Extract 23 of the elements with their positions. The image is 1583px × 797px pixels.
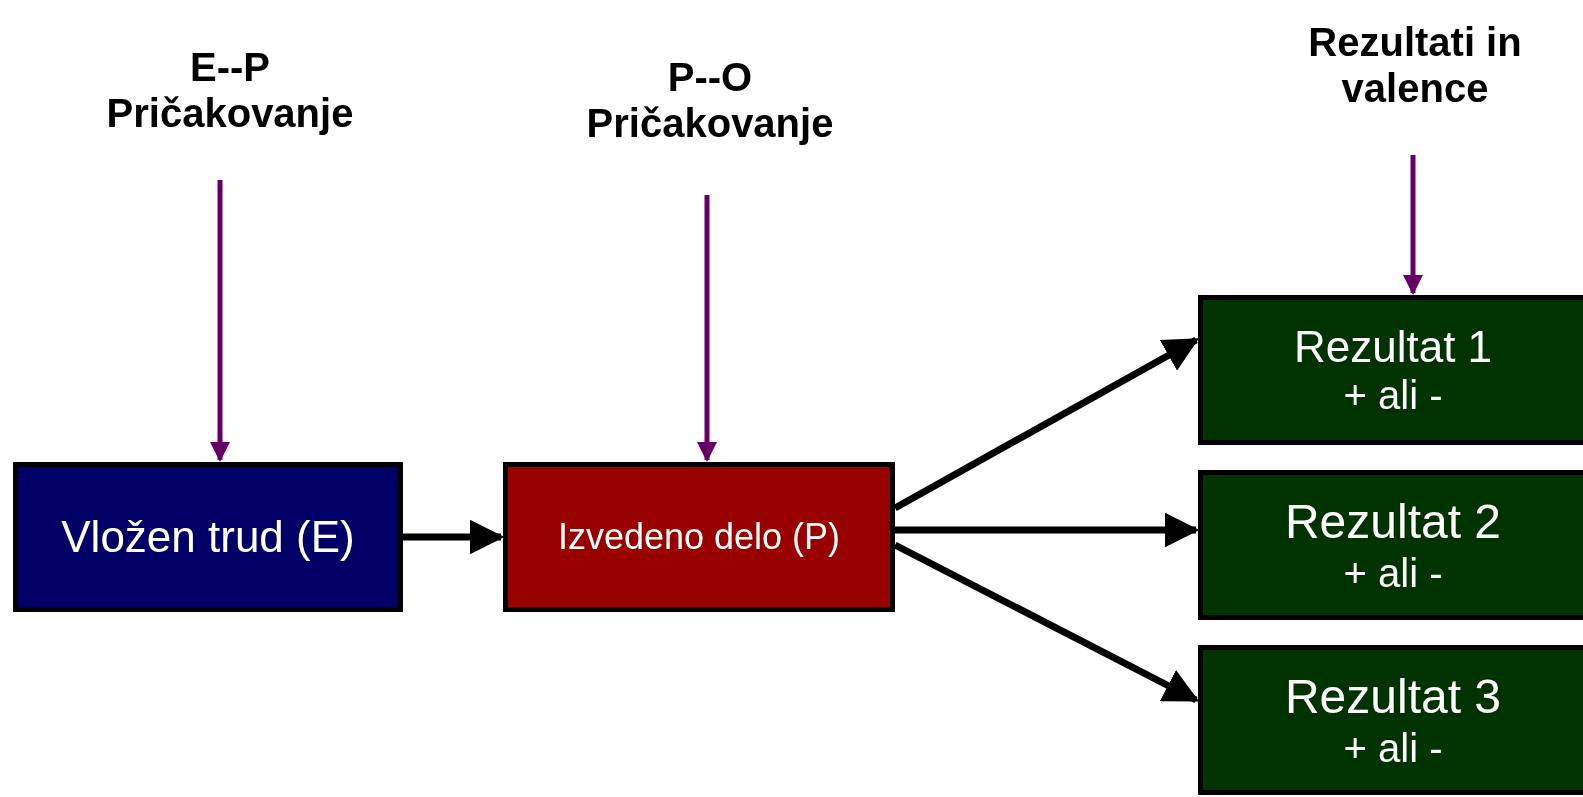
process-box bbox=[1198, 470, 1583, 620]
process-box bbox=[503, 462, 895, 612]
process-box bbox=[13, 462, 403, 612]
process-box bbox=[1198, 295, 1583, 445]
arrow bbox=[893, 336, 1200, 512]
box-label: Rezultat 1 bbox=[1293, 321, 1493, 373]
box-label: + ali - bbox=[1343, 372, 1443, 419]
box-label: + ali - bbox=[1343, 549, 1443, 596]
box-label: Rezultat 3 bbox=[1284, 669, 1502, 725]
process-box bbox=[1198, 645, 1583, 795]
arrow bbox=[210, 180, 230, 462]
box-label: Vložen trud (E) bbox=[61, 511, 355, 563]
heading-text: Rezultati in valence bbox=[1307, 19, 1523, 111]
heading-text: E--P Pričakovanje bbox=[106, 44, 354, 136]
arrow bbox=[697, 195, 717, 462]
box-label: Izvedeno delo (P) bbox=[557, 516, 841, 558]
heading-text: P--O Pričakovanje bbox=[586, 54, 834, 146]
arrow bbox=[895, 512, 1200, 548]
arrow bbox=[403, 519, 505, 555]
box-label: + ali - bbox=[1343, 724, 1443, 771]
arrow bbox=[893, 541, 1200, 704]
arrow bbox=[1403, 155, 1423, 295]
box-label: Rezultat 2 bbox=[1284, 494, 1502, 550]
